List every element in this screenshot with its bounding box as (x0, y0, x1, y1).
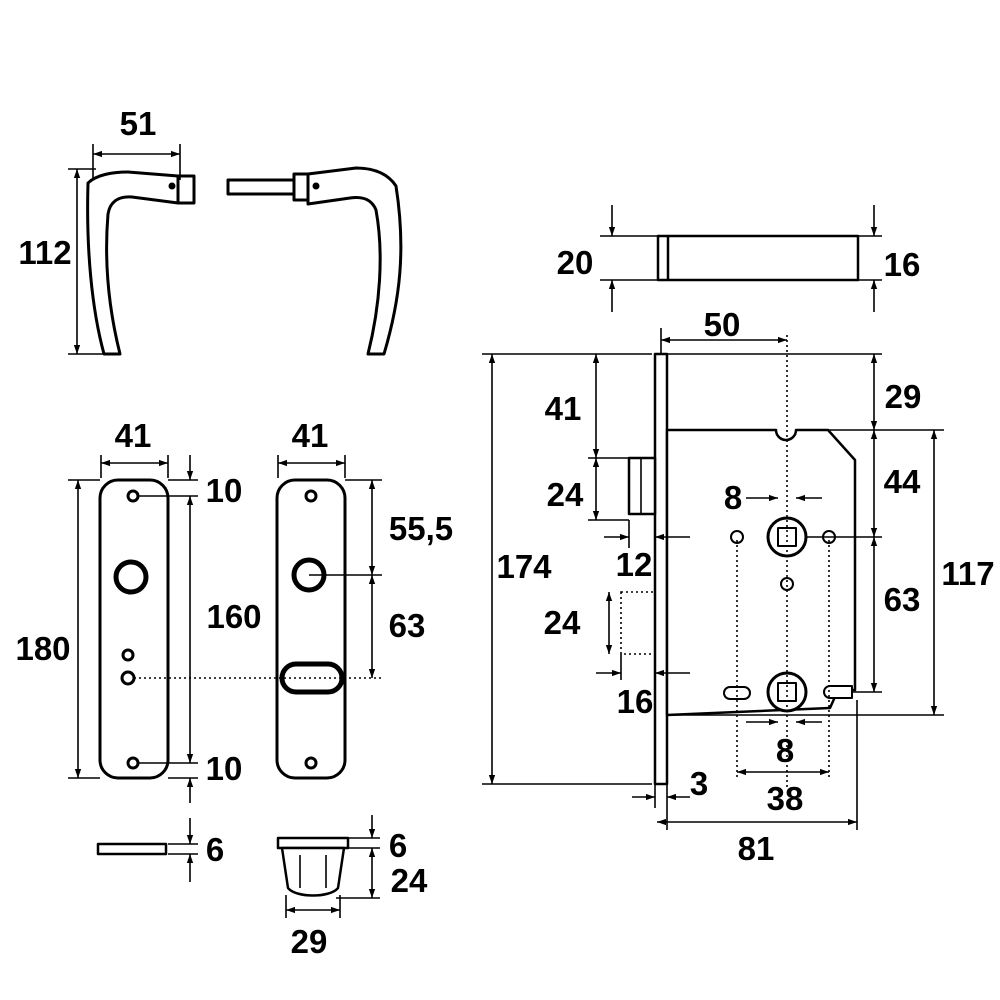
plate-section (96, 842, 168, 856)
label-plate-hole-spacing: 160 (206, 598, 261, 635)
label-rose-width: 29 (291, 923, 328, 960)
dimension-labels: 51 112 41 41 180 160 10 10 55,5 63 6 6 2… (15, 105, 994, 960)
label-plate-top-hole: 10 (206, 472, 243, 509)
label-plate-handle-to-key: 63 (389, 607, 426, 644)
label-spindle-size: 8 (724, 479, 742, 516)
rose-section (276, 836, 350, 897)
dimension-lines (68, 144, 944, 918)
label-rose-height: 24 (391, 862, 428, 899)
label-plate-thickness-left: 6 (206, 831, 224, 868)
label-case-top-to-spindle: 44 (884, 463, 921, 500)
label-bolt-projection: 16 (617, 683, 654, 720)
label-fixing-spacing: 38 (767, 780, 804, 817)
label-plate-handle-offset: 55,5 (389, 510, 453, 547)
label-forend-length: 174 (496, 548, 552, 585)
label-latch-offset: 41 (545, 390, 582, 427)
label-backset: 50 (704, 306, 741, 343)
label-latch-height: 24 (547, 476, 584, 513)
lever-handle-left (86, 170, 196, 356)
backplate-left (98, 478, 170, 780)
label-plate-length: 180 (15, 630, 70, 667)
label-plate-thickness-right: 6 (389, 827, 407, 864)
mortice-lock (620, 335, 857, 790)
label-case-height: 117 (941, 555, 994, 592)
label-plate-left-width: 41 (115, 417, 152, 454)
label-handle-height: 112 (18, 234, 71, 271)
label-case-depth: 81 (738, 830, 775, 867)
label-top-offset: 29 (885, 378, 922, 415)
label-plate-right-width: 41 (292, 417, 329, 454)
lever-handle-right (226, 166, 403, 356)
label-striker-height: 20 (557, 244, 594, 281)
label-plate-bottom-hole: 10 (206, 750, 243, 787)
label-handle-projection: 51 (120, 105, 157, 142)
label-latch-projection: 12 (616, 546, 653, 583)
label-bolt-height: 24 (544, 604, 581, 641)
backplate-right (275, 478, 347, 780)
label-spindle-to-key: 63 (884, 581, 921, 618)
label-striker-depth: 16 (884, 246, 921, 283)
label-key-size: 8 (776, 732, 794, 769)
striker-plate (656, 234, 860, 282)
label-forend-thickness: 3 (690, 765, 708, 802)
